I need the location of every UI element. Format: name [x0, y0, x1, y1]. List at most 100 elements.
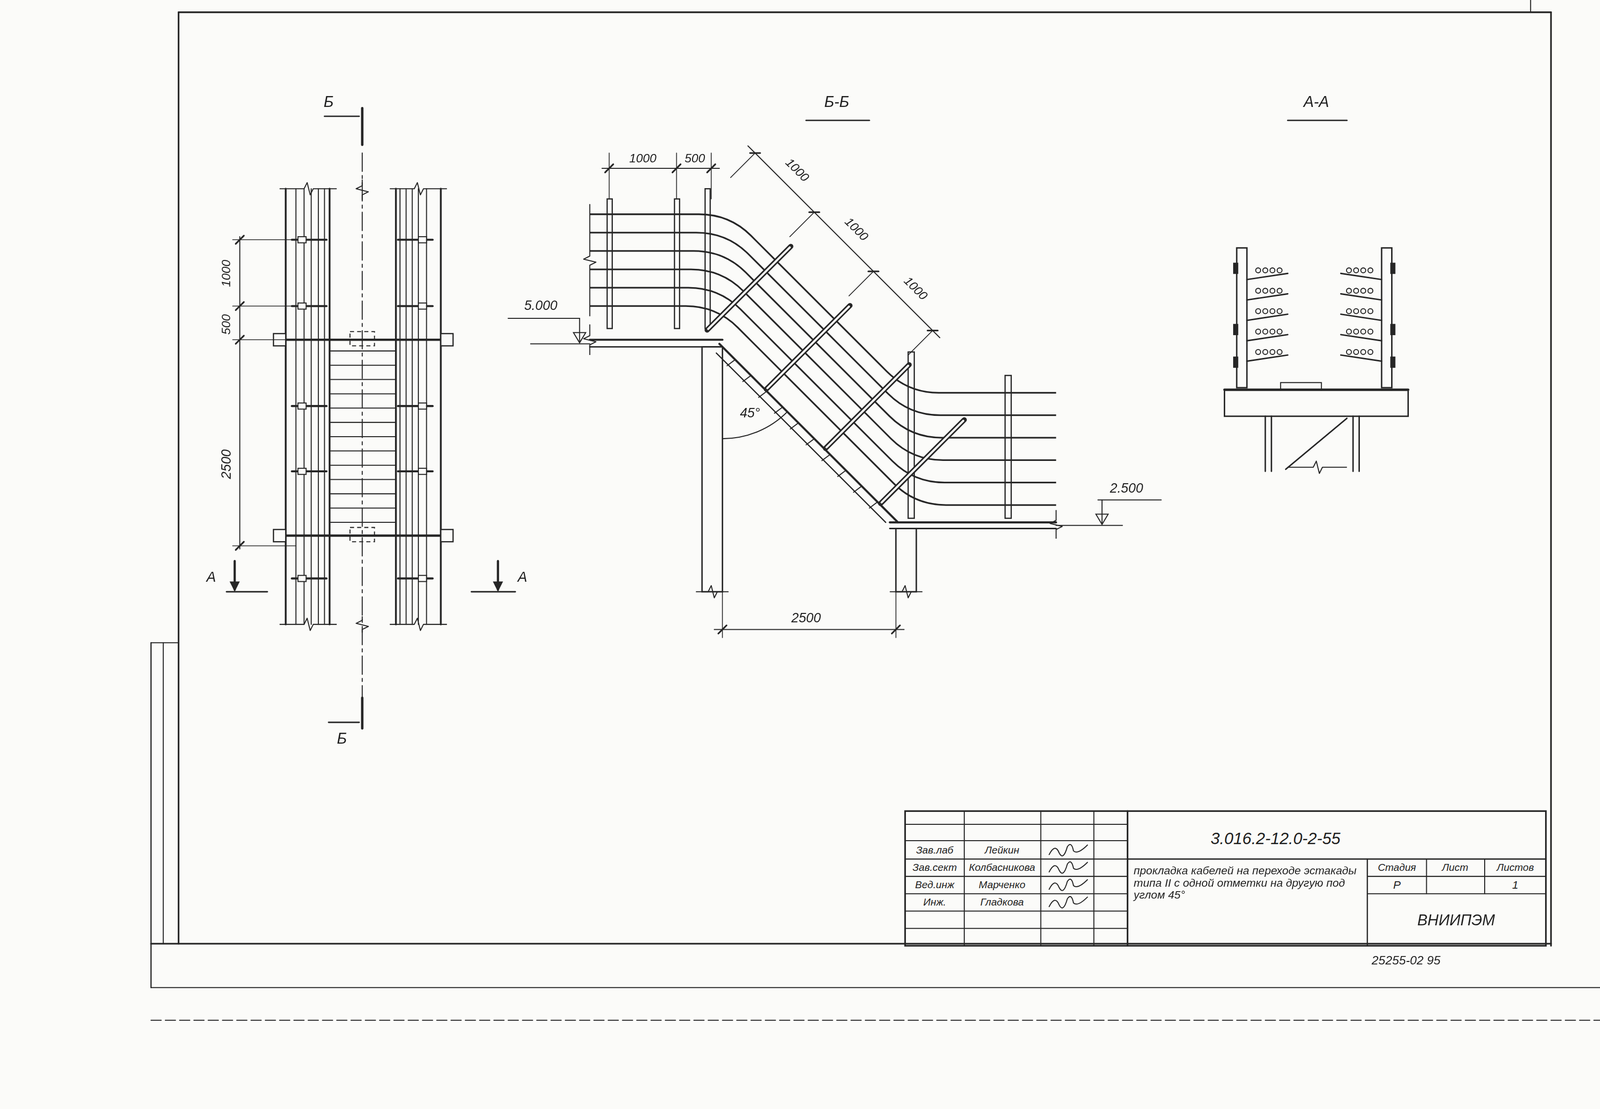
shelf-arm: [1340, 273, 1382, 280]
deck: [1224, 389, 1408, 417]
extension-line: [676, 152, 678, 200]
dimension-value: 1000: [219, 257, 234, 290]
cable-line: [440, 188, 443, 625]
cable-section: [1277, 267, 1283, 273]
cable-section: [1277, 288, 1283, 294]
title-block-role: Зав.лаб: [913, 844, 956, 856]
cut-line: [150, 1019, 1600, 1021]
section-mark: [360, 107, 364, 145]
cable-section: [1262, 288, 1268, 294]
title-block-column: [963, 810, 965, 946]
column-plan: [350, 331, 375, 347]
stair-tread: [805, 438, 814, 445]
section-view: [507, 120, 1347, 638]
walkway: [1280, 382, 1322, 390]
ladder-rung: [329, 507, 397, 509]
dimension-line: [748, 146, 941, 338]
title-block-name: Гладкова: [978, 896, 1026, 908]
extension-line: [232, 545, 297, 547]
dimension-tick: [672, 164, 681, 173]
title-block-column: [1093, 810, 1095, 946]
dimension-value: 1000: [627, 152, 659, 166]
dimension-value: 2500: [789, 610, 823, 626]
break-line: [355, 616, 369, 633]
extension-line: [232, 305, 297, 307]
dimension-tick: [604, 164, 613, 173]
dimension-tick: [750, 151, 761, 154]
cable-section: [1277, 349, 1283, 355]
cable-section: [1346, 288, 1352, 294]
plan-view: [226, 107, 516, 729]
dimension-value: 1000: [840, 213, 872, 246]
ladder-rung: [329, 436, 397, 438]
ladder-rung: [329, 407, 397, 409]
margin-line: [162, 642, 164, 944]
dimension-value: 500: [219, 312, 234, 338]
level-triangle: [1096, 514, 1109, 525]
frame-line: [177, 12, 180, 944]
diagonal-support-inner: [707, 247, 790, 330]
shelf-arm: [1247, 314, 1288, 321]
cable: [589, 250, 1056, 438]
extension-line: [907, 330, 933, 355]
break-line: [889, 585, 923, 599]
shelf-arm: [1247, 334, 1288, 341]
extension-line: [608, 152, 610, 200]
signature: [1049, 896, 1088, 908]
level-line: [530, 343, 591, 345]
cable-line: [395, 188, 398, 625]
signature: [1049, 844, 1088, 856]
shelf-arm: [1340, 293, 1382, 300]
cable-section: [1269, 329, 1275, 335]
extension-line: [710, 152, 712, 200]
stair-tread: [790, 422, 799, 429]
column: [896, 528, 917, 592]
break-line: [279, 182, 337, 196]
section-mark-letter: Б: [334, 730, 349, 748]
ladder-rung: [329, 493, 397, 495]
ladder-rung: [329, 421, 397, 423]
platform: [589, 338, 723, 341]
post-clamp: [1233, 263, 1238, 274]
frame-line: [1550, 12, 1552, 947]
rack-bracket: [398, 470, 433, 473]
rack-bracket: [398, 404, 433, 407]
stair-stringer: [719, 343, 899, 523]
rack-bracket-clamp: [298, 302, 306, 309]
level-mark: [579, 318, 581, 342]
shelf-arm: [1247, 354, 1288, 361]
rack-bracket-clamp: [418, 402, 427, 409]
stair-tread: [758, 391, 767, 398]
cable-section: [1353, 349, 1359, 355]
cable-section: [1360, 329, 1366, 335]
rack-bracket-clamp: [418, 236, 427, 243]
ladder-rung: [329, 478, 397, 480]
level-line: [1055, 524, 1123, 526]
cable-section: [1269, 267, 1275, 273]
rack-bracket: [292, 238, 327, 241]
extension-line: [232, 339, 297, 341]
cable-section: [1262, 308, 1268, 314]
extension-line: [730, 152, 755, 178]
dimension-tick: [868, 270, 879, 272]
section-mark-letter: А: [515, 569, 530, 586]
break-line: [583, 203, 597, 317]
cable-section: [1367, 288, 1373, 294]
rack-post: [704, 188, 710, 329]
platform: [889, 527, 1056, 530]
post-plan: [440, 333, 453, 347]
title-underline: [1287, 119, 1348, 122]
stair-tread: [837, 470, 846, 477]
title-block-row: [1367, 893, 1547, 895]
dimension-tick: [718, 625, 727, 634]
title-block: [904, 810, 1546, 946]
signature: [1049, 879, 1088, 891]
rack-post: [606, 199, 612, 329]
ladder-rung: [329, 521, 397, 523]
break-line: [279, 618, 337, 631]
platform: [889, 521, 1056, 524]
break-line: [583, 324, 597, 355]
title-block-role: Зав.сект: [910, 861, 959, 873]
dimension-tick: [809, 211, 820, 213]
